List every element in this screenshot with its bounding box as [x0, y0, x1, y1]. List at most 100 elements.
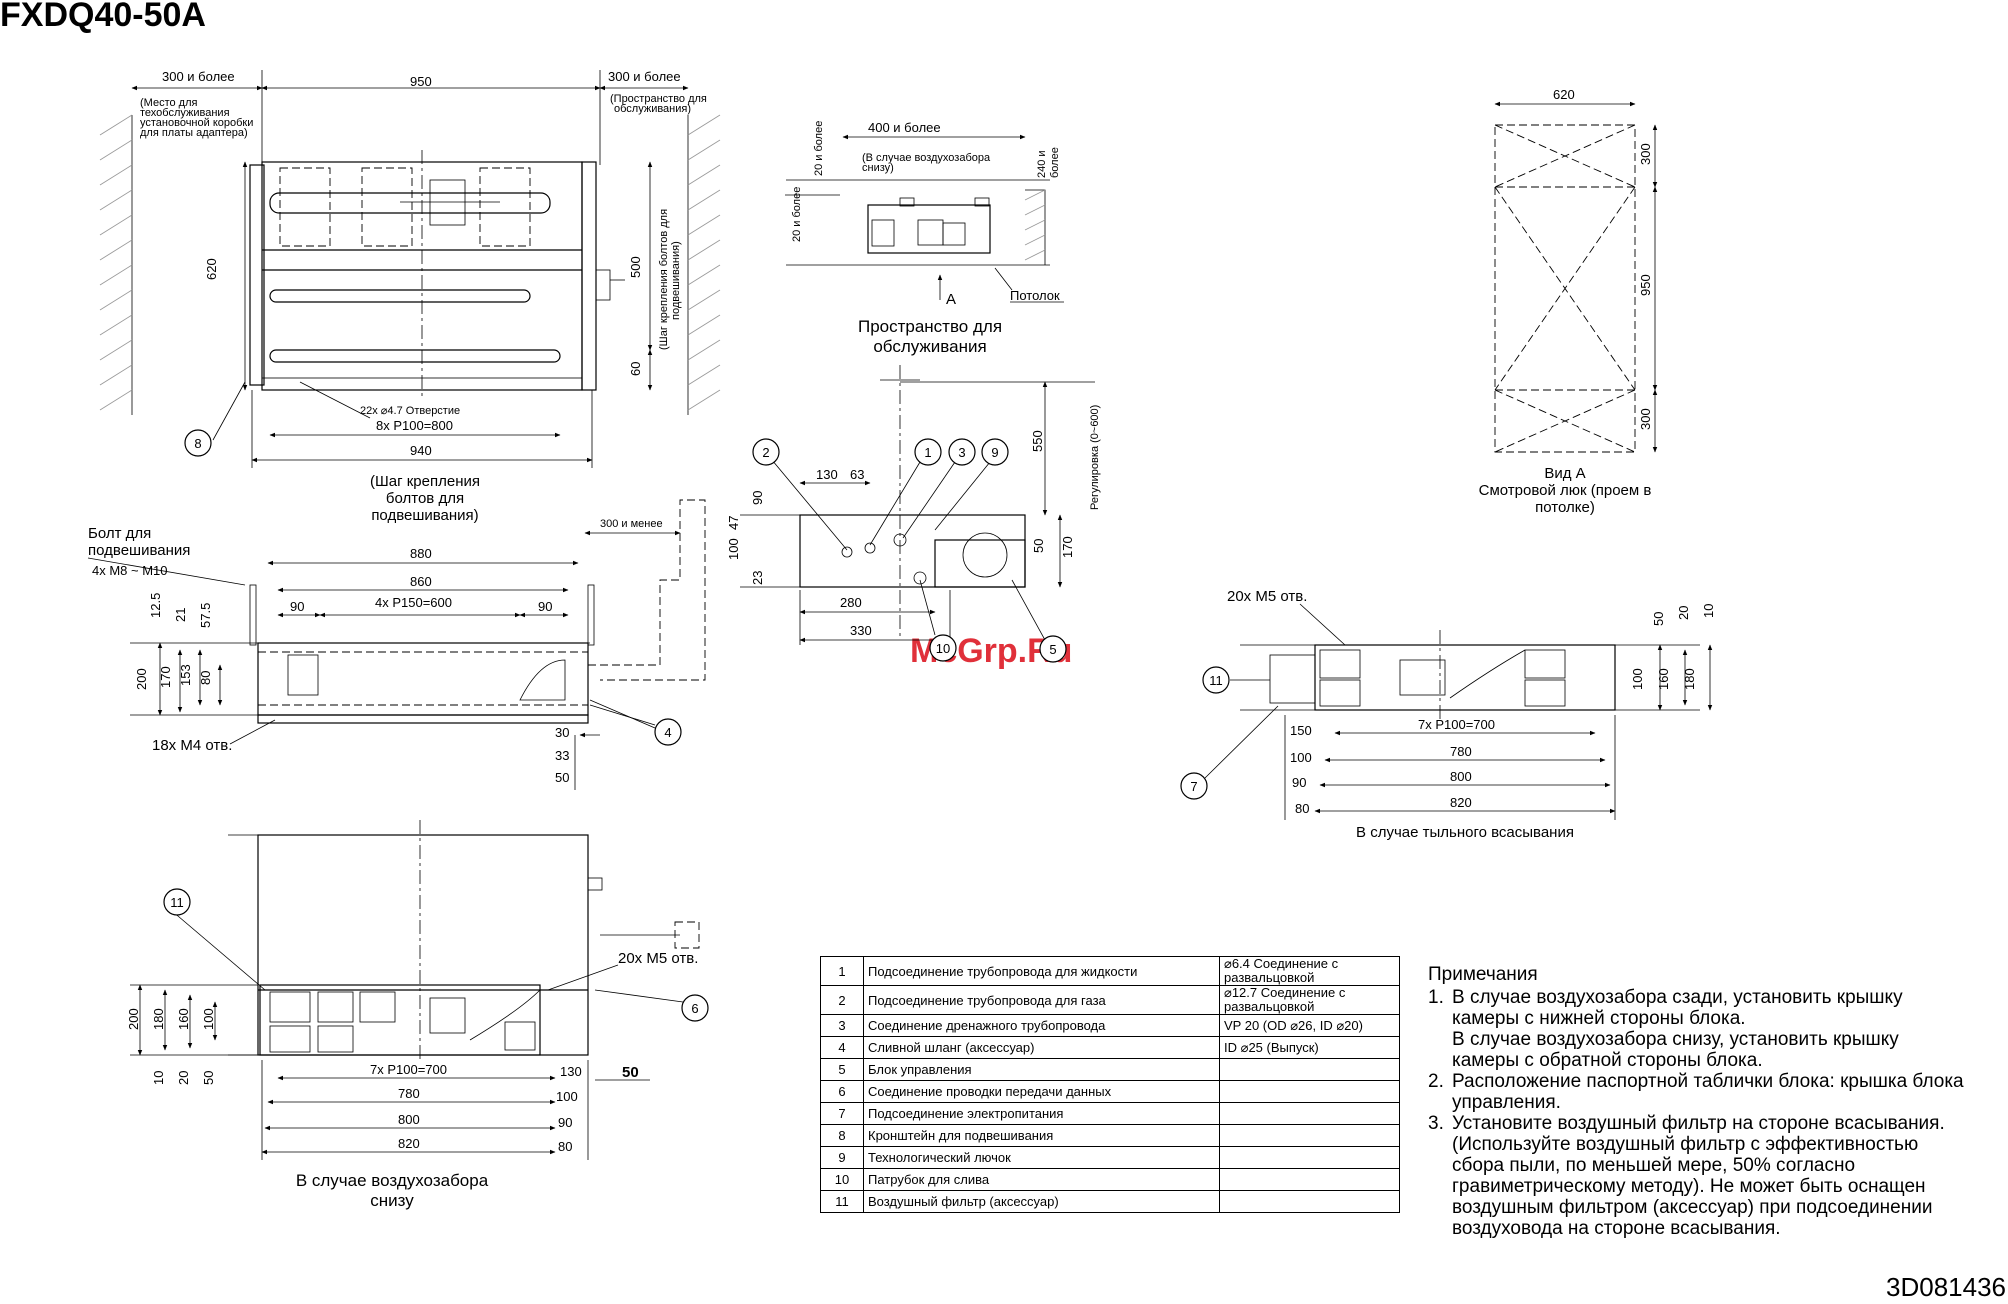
bv-v-50: 50 [201, 1071, 216, 1085]
legend-spec [1219, 1124, 1400, 1147]
bolt-pitch-v-1: (Шаг крепления болтов для [658, 209, 670, 350]
bv-pitch: 7x P100=700 [370, 1062, 447, 1077]
right-wall-hatch [687, 114, 721, 415]
bolt-pitch-v-2: подвешивания) [670, 241, 682, 320]
left-wall-hatch [99, 114, 133, 415]
sv2-v-23: 23 [750, 571, 765, 585]
sv2-d-280: 280 [840, 595, 862, 610]
callout-8-label: 8 [194, 436, 201, 451]
bv-holes: 20x M5 отв. [618, 950, 698, 967]
drawing-title: FXDQ40-50A [0, 0, 206, 34]
note-line: камеры с обратной стороны блока. [1452, 1050, 1763, 1071]
rv-d-80: 80 [1295, 801, 1309, 816]
rv-pitch: 7x P100=700 [1418, 717, 1495, 732]
legend-spec [1219, 1058, 1400, 1081]
callout-4 [654, 718, 682, 746]
legend-desc: Подсоединение электропитания [863, 1102, 1220, 1125]
legend-spec [1219, 1146, 1400, 1169]
view-a: 620 300 950 300 Вид A Смотровой люк (про… [1479, 87, 1658, 516]
note-line: воздуховода на стороне всасывания. [1452, 1218, 1781, 1239]
sv-d-240-2: более [1049, 147, 1061, 178]
bv-v-10: 10 [151, 1071, 166, 1085]
front-view: Болт для подвешивания 4x M8 ~ M10 880 86… [87, 499, 706, 790]
side-view: 550 Регулировка (0~600) 130 63 90 100 47… [726, 365, 1101, 645]
callout-10-label: 10 [936, 641, 950, 656]
rv-holes: 20x M5 отв. [1227, 588, 1307, 605]
sv2-v-170: 170 [1060, 536, 1075, 558]
note-line: управления. [1452, 1092, 1561, 1113]
legend-spec: VP 20 (OD ⌀26, ID ⌀20) [1219, 1014, 1400, 1037]
rv-v-100: 100 [1630, 668, 1645, 690]
legend-desc: Технологический лючок [863, 1146, 1220, 1169]
sv-caption-2: обслуживания [873, 337, 986, 356]
rv-v-10: 10 [1701, 604, 1716, 618]
bottom-view: 200 180 160 100 10 20 50 20x M5 отв. 7x … [126, 820, 700, 1210]
legend-num: 6 [820, 1080, 864, 1103]
bv-caption-2: снизу [370, 1191, 414, 1210]
rv-d-100: 100 [1290, 750, 1312, 765]
dim-90-left: 90 [290, 599, 304, 614]
dim-500: 500 [628, 256, 643, 278]
legend-num: 11 [820, 1190, 864, 1213]
bolt-label-1: Болт для [88, 525, 151, 542]
sv-d-400: 400 и более [868, 120, 941, 135]
sv2-v-50: 50 [1031, 539, 1046, 553]
rv-v-50: 50 [1651, 612, 1666, 626]
legend-desc: Подсоединение трубопровода для жидкости [863, 956, 1220, 986]
callout-9 [981, 438, 1009, 466]
legend-num: 8 [820, 1124, 864, 1147]
legend-desc: Сливной шланг (аксессуар) [863, 1036, 1220, 1059]
bv-d-820: 820 [398, 1136, 420, 1151]
dim-620: 620 [204, 258, 219, 280]
va-caption-1: Вид A [1544, 465, 1585, 482]
legend-desc: Подсоединение трубопровода для газа [863, 985, 1220, 1015]
sv-ceiling: Потолок [1010, 288, 1060, 303]
bv-d-780: 780 [398, 1086, 420, 1101]
legend-spec [1219, 1102, 1400, 1125]
sv2-d-130: 130 [816, 467, 838, 482]
pitch-4x: 4x P150=600 [375, 595, 452, 610]
bolt-size: 4x M8 ~ M10 [92, 563, 168, 578]
callout-3-label: 3 [958, 445, 965, 460]
v-153: 153 [178, 664, 193, 686]
legend-spec: ⌀6.4 Соединение с развальцовкой [1219, 956, 1400, 986]
callout-7 [1180, 772, 1208, 800]
notes-heading: Примечания [1428, 964, 1538, 985]
callout-5-label: 5 [1049, 642, 1056, 657]
sv2-v-47: 47 [726, 516, 741, 530]
legend-desc: Кронштейн для подвешивания [863, 1124, 1220, 1147]
legend-spec: ⌀12.7 Соединение с развальцовкой [1219, 985, 1400, 1015]
callout-5 [1039, 635, 1067, 663]
callout-11b-label: 11 [1209, 673, 1223, 688]
legend-desc: Блок управления [863, 1058, 1220, 1081]
note-item-1: 1. В случае воздухозабора сзади, установ… [1428, 987, 2008, 1071]
callout-1-label: 1 [924, 445, 931, 460]
callout-11a-label: 11 [170, 895, 184, 910]
note-num: 1. [1428, 987, 1444, 1008]
service-view: 400 и более (В случае воздухозабора сниз… [785, 120, 1064, 356]
dim-90-right: 90 [538, 599, 552, 614]
note-left-1: (Место для [140, 97, 197, 109]
callout-2-label: 2 [762, 445, 769, 460]
rv-caption: В случае тыльного всасывания [1356, 824, 1574, 841]
dim-60: 60 [628, 362, 643, 376]
sv2-v-100: 100 [726, 538, 741, 560]
sv2-d-330: 330 [850, 623, 872, 638]
bv-d-100: 100 [556, 1089, 578, 1104]
note-line: В случае воздухозабора сзади, установить… [1452, 987, 1903, 1008]
note-line: сбора пыли, по меньшей мере, 50% согласн… [1452, 1155, 1856, 1176]
callout-2 [752, 438, 780, 466]
bv-v-100: 100 [201, 1008, 216, 1030]
sv-d-20a: 20 и более [813, 121, 825, 176]
callout-1 [914, 438, 942, 466]
callout-10 [929, 634, 957, 662]
legend-spec: ID ⌀25 (Выпуск) [1219, 1036, 1400, 1059]
